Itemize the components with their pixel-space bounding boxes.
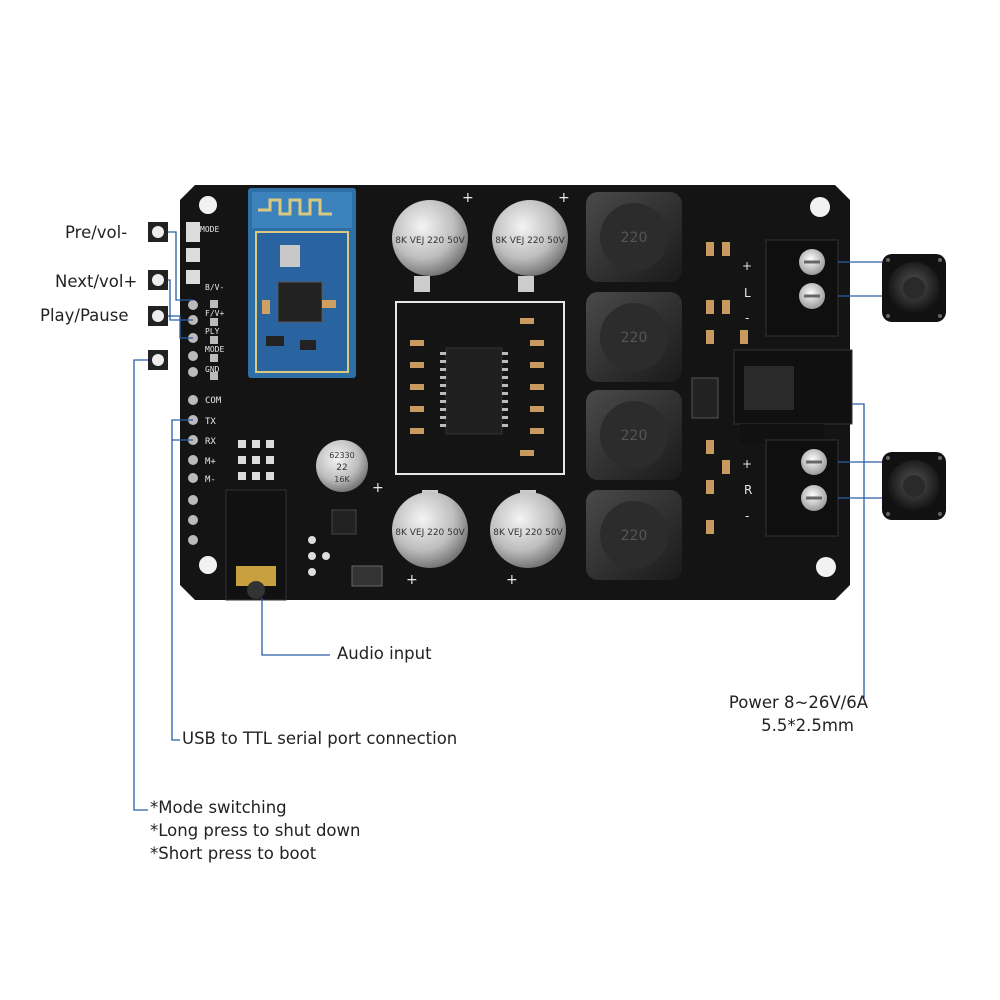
label-power-line2: 5.5*2.5mm bbox=[761, 716, 854, 735]
label-power-line1: Power 8~26V/6A bbox=[728, 693, 868, 712]
inductor: 220 bbox=[586, 192, 682, 282]
speaker-terminal-left bbox=[765, 239, 839, 337]
audio-jack bbox=[225, 489, 287, 601]
label-pre-vol-minus: Pre/vol- bbox=[65, 223, 128, 242]
label-next-vol-plus: Next/vol+ bbox=[55, 272, 138, 291]
polarity-mark: + bbox=[406, 572, 418, 588]
pin-label: MODE bbox=[200, 225, 219, 234]
terminal-label: - bbox=[745, 311, 749, 325]
capacitor: 8K VEJ 220 50V bbox=[392, 200, 468, 292]
capacitor: 8K VEJ 220 50V bbox=[392, 490, 468, 568]
button-pre-vol-minus bbox=[148, 222, 168, 242]
polarity-mark: + bbox=[558, 190, 570, 206]
pin-label: TX bbox=[205, 417, 216, 427]
pin-label: COM bbox=[205, 396, 222, 406]
pin-label: B/V- bbox=[205, 283, 224, 292]
label-mode-line1: *Mode switching bbox=[150, 798, 287, 817]
label-mode-line2: *Long press to shut down bbox=[150, 821, 361, 840]
fuse bbox=[351, 565, 383, 587]
inductor: 220 bbox=[586, 490, 682, 580]
capacitor-marking: 8K VEJ 220 50V bbox=[495, 236, 565, 246]
small-cap-marking: 62330 bbox=[329, 451, 354, 460]
terminal-label: L bbox=[744, 286, 751, 300]
capacitor-marking: 8K VEJ 220 50V bbox=[395, 528, 465, 538]
diode bbox=[691, 377, 719, 419]
inductor-marking: 220 bbox=[621, 230, 648, 246]
leader-lines bbox=[133, 231, 865, 811]
bluetooth-module bbox=[248, 188, 356, 378]
polarity-mark: + bbox=[462, 190, 474, 206]
small-cap-marking: 16K bbox=[334, 475, 350, 484]
button-play-pause bbox=[148, 306, 168, 326]
pin-header bbox=[186, 222, 274, 545]
mount-hole bbox=[810, 197, 830, 217]
capacitor: 8K VEJ 220 50V bbox=[492, 200, 568, 292]
terminal-label: R bbox=[744, 483, 752, 497]
capacitor-marking: 8K VEJ 220 50V bbox=[493, 528, 563, 538]
inductor-marking: 220 bbox=[621, 428, 648, 444]
pin-label: MODE bbox=[205, 345, 224, 354]
amplifier-chip-area bbox=[395, 301, 565, 475]
terminal-label: + bbox=[742, 457, 752, 471]
polarity-mark: + bbox=[372, 480, 384, 496]
speaker-icon-right bbox=[882, 452, 946, 520]
inductor-marking: 220 bbox=[621, 330, 648, 346]
mount-hole bbox=[816, 557, 836, 577]
pin-label: M- bbox=[205, 475, 216, 485]
mount-hole bbox=[199, 196, 217, 214]
terminal-label: - bbox=[745, 509, 749, 523]
pin-label: M+ bbox=[205, 457, 216, 467]
pin-label: F/V+ bbox=[205, 309, 224, 318]
small-capacitor: 62330 22 16K bbox=[316, 440, 368, 492]
mount-hole bbox=[199, 556, 217, 574]
inductor: 220 bbox=[586, 390, 682, 480]
pin-label: PLY bbox=[205, 327, 220, 336]
small-cap-marking: 22 bbox=[336, 463, 347, 473]
terminal-label: + bbox=[742, 259, 752, 273]
button-mode bbox=[148, 350, 168, 370]
speaker-terminal-right bbox=[765, 439, 839, 537]
label-usb-ttl: USB to TTL serial port connection bbox=[182, 729, 458, 748]
label-play-pause: Play/Pause bbox=[40, 306, 129, 325]
pin-label: RX bbox=[205, 437, 216, 447]
inductor-marking: 220 bbox=[621, 528, 648, 544]
label-mode-line3: *Short press to boot bbox=[150, 844, 317, 863]
capacitor: 8K VEJ 220 50V bbox=[490, 490, 566, 568]
button-next-vol-plus bbox=[148, 270, 168, 290]
voltage-regulator bbox=[331, 509, 357, 535]
label-audio-input: Audio input bbox=[337, 644, 432, 663]
capacitor-marking: 8K VEJ 220 50V bbox=[395, 236, 465, 246]
speaker-icon-left bbox=[882, 254, 946, 322]
dc-power-jack bbox=[733, 349, 853, 444]
inductor: 220 bbox=[586, 292, 682, 382]
pin-label: GND bbox=[205, 365, 220, 374]
polarity-mark: + bbox=[506, 572, 518, 588]
